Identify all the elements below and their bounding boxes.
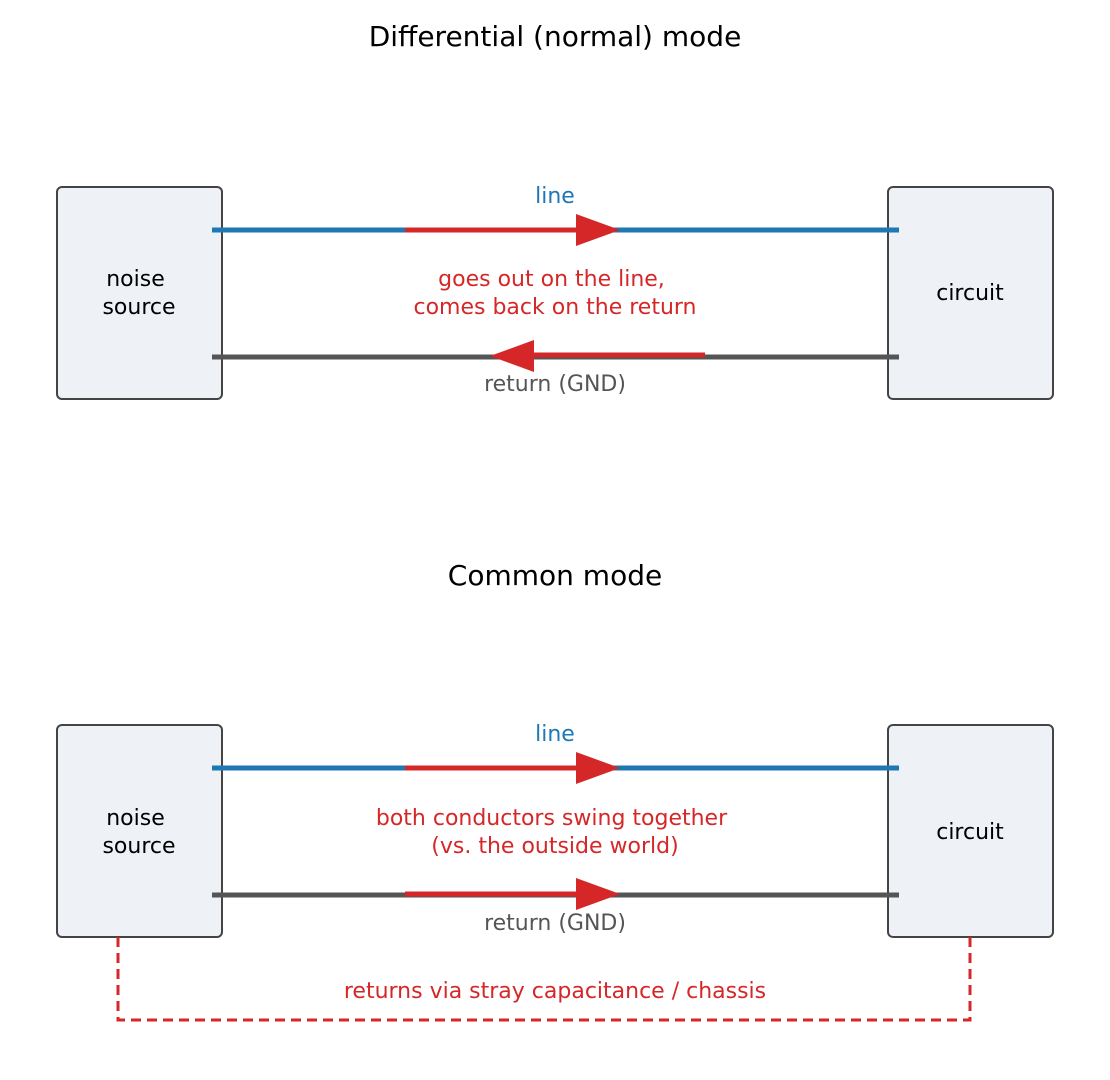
noise-source-box [56,186,223,400]
noise-source-box [56,724,223,938]
common-note: both conductors swing together (vs. the … [376,806,734,859]
common-mode-panel: Common mode noise source circuit line re… [56,559,1054,1022]
return-label: return (GND) [484,372,626,397]
circuit-box [887,186,1054,400]
line-label: line [535,184,575,209]
stray-return-path [116,933,972,1022]
outgoing-current-arrow [405,214,620,246]
differential-title: Differential (normal) mode [369,20,742,53]
return-label: return (GND) [484,911,626,936]
circuit-label: circuit [936,281,1004,306]
return-current-arrow [405,878,620,910]
line-label: line [535,722,575,747]
differential-note: goes out on the line, comes back on the … [413,267,696,320]
common-title: Common mode [448,559,662,592]
differential-mode-panel: Differential (normal) mode noise source … [56,20,1054,400]
line-current-arrow [405,752,620,784]
noise-source-label: noise source [102,806,175,859]
noise-source-label: noise source [102,267,175,320]
stray-path-label: returns via stray capacitance / chassis [344,979,766,1004]
circuit-label: circuit [936,820,1004,845]
return-current-arrow [490,340,705,372]
